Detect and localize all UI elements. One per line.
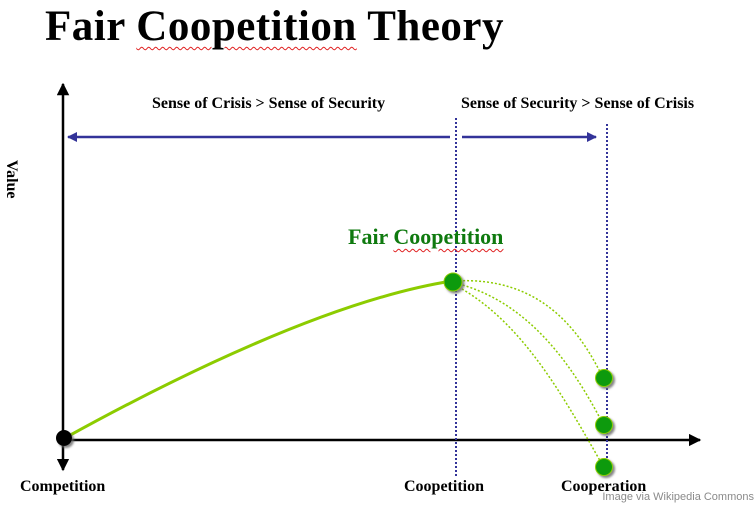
fc-label-underlined: Coopetition: [393, 224, 504, 249]
title-underlined-word: Coopetition: [136, 3, 357, 50]
title-prefix: Fair: [45, 3, 137, 50]
cooperation-node-high: [595, 369, 613, 387]
competition-node: [56, 430, 72, 446]
cooperation-node-low: [595, 458, 613, 476]
branch-curve-low: [454, 284, 604, 467]
image-credit: Image via Wikipedia Commons: [602, 491, 754, 503]
page-title: Fair Coopetition Theory: [45, 2, 504, 51]
x-label-coopetition: Coopetition: [404, 478, 484, 495]
value-curve: [64, 279, 453, 440]
x-label-cooperation: Cooperation: [561, 478, 647, 495]
branch-curve-high: [454, 280, 604, 379]
title-suffix: Theory: [356, 3, 505, 50]
fair-coopetition-label: Fair Coopetition: [348, 224, 503, 250]
x-label-competition: Competition: [20, 478, 106, 495]
cooperation-node-mid: [595, 416, 613, 434]
branch-curve-mid: [454, 282, 604, 425]
region-label-crisis-dominant: Sense of Crisis > Sense of Security: [152, 95, 386, 112]
fc-label-prefix: Fair: [348, 224, 394, 249]
fair-coopetition-node: [443, 272, 463, 292]
region-label-security-dominant: Sense of Security > Sense of Crisis: [461, 95, 695, 112]
